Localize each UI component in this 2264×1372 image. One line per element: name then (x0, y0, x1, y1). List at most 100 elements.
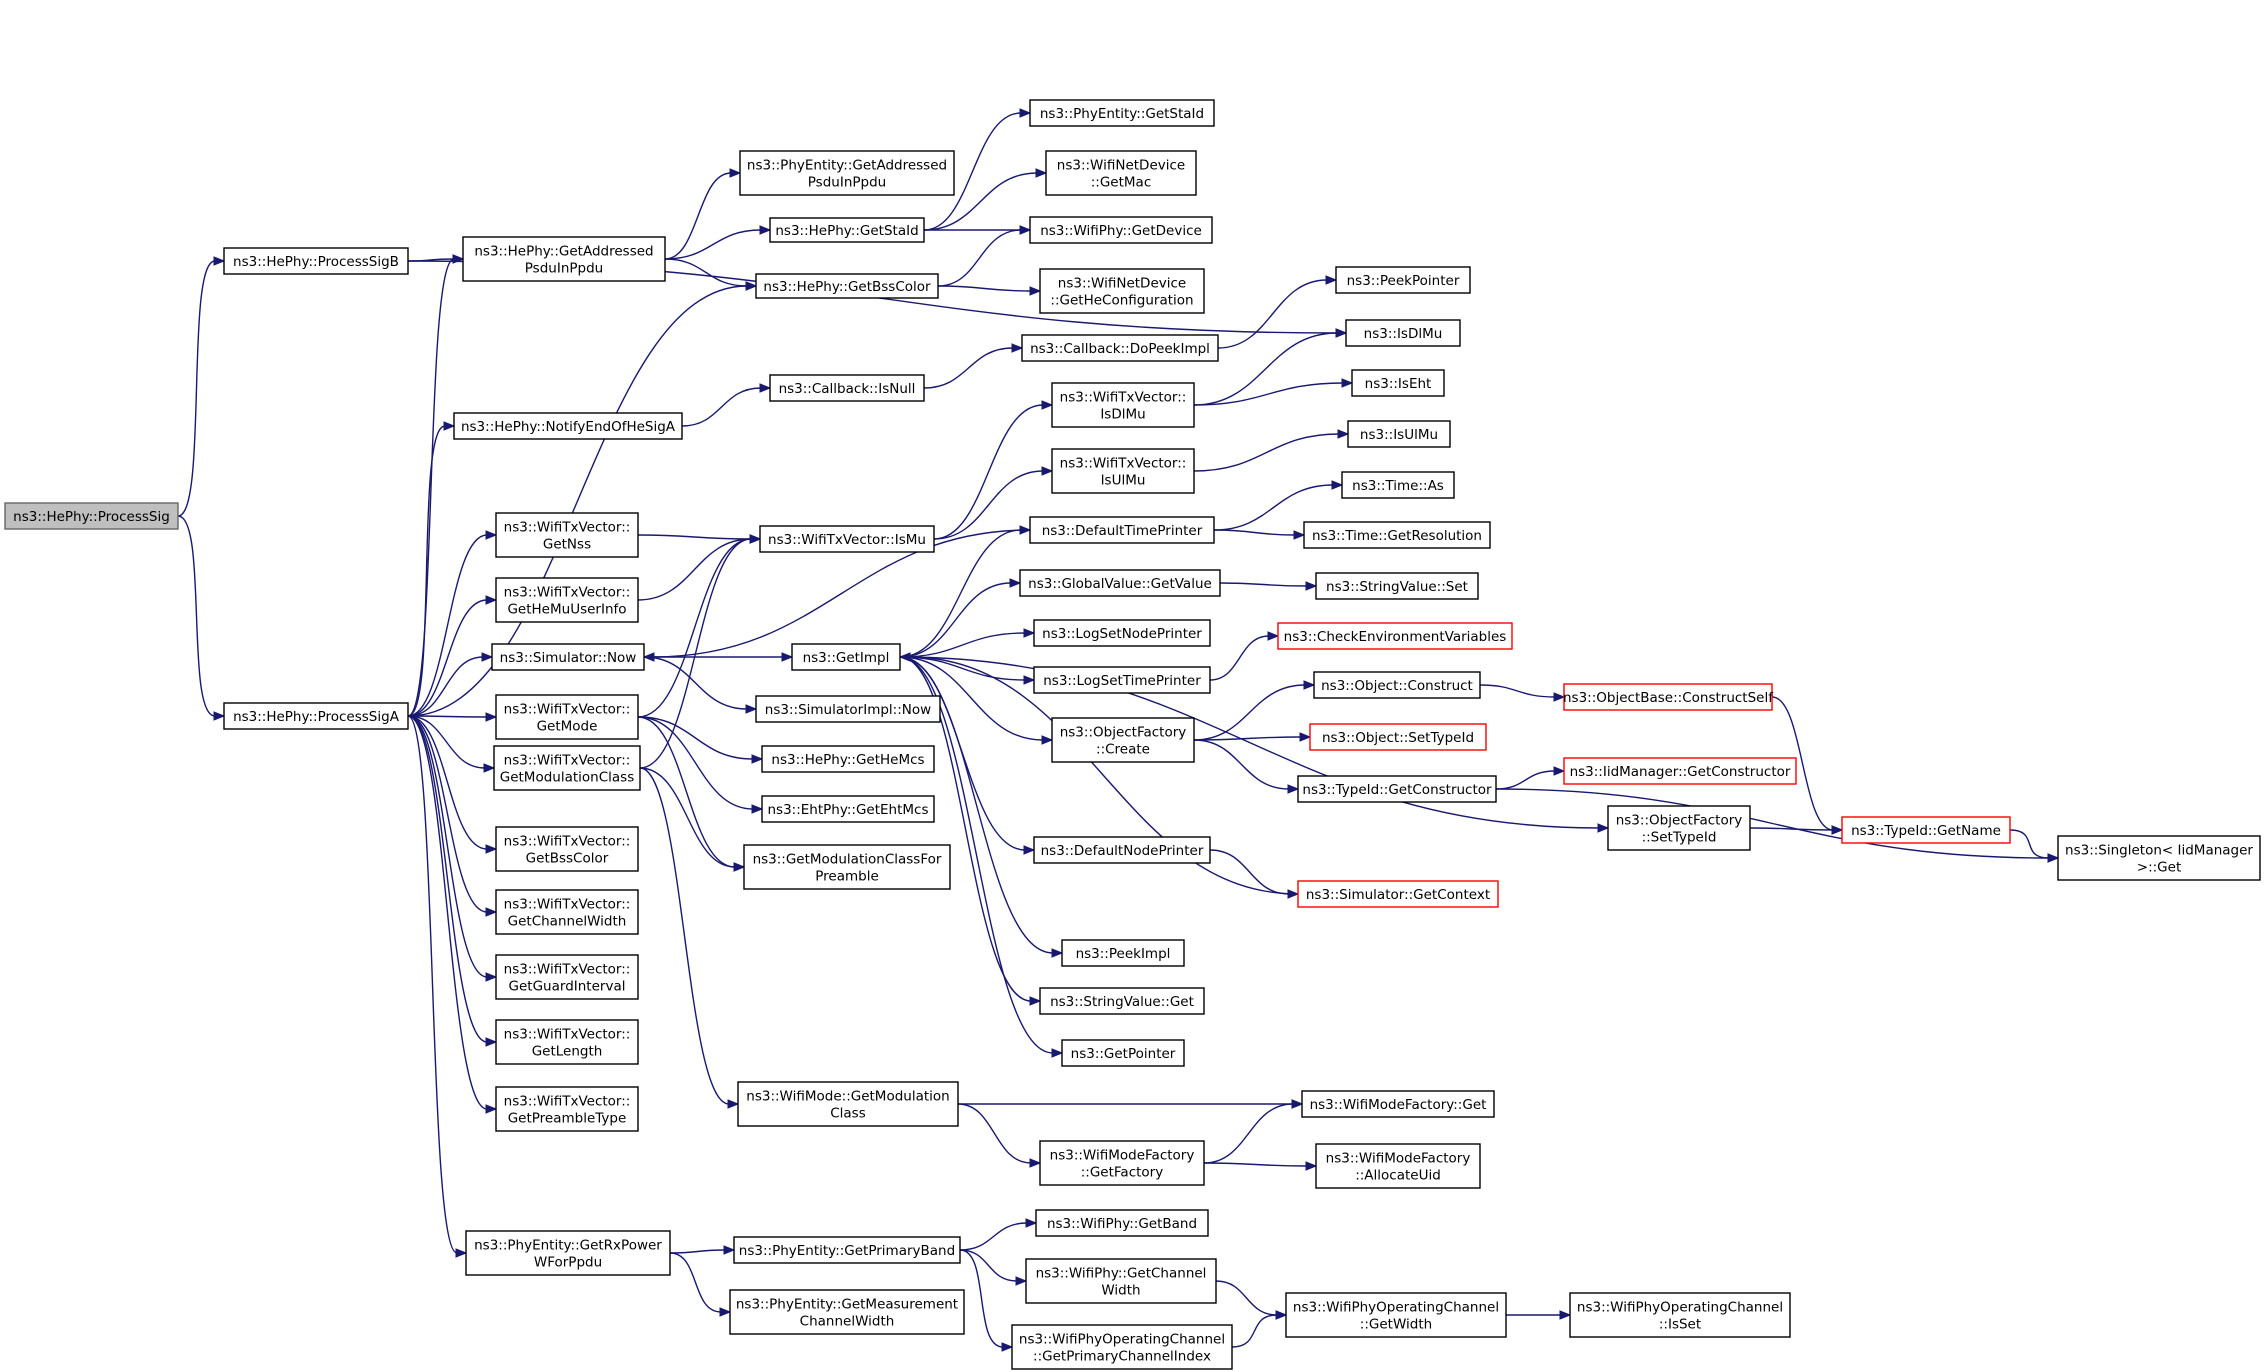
function-node-peek-impl[interactable]: ns3::PeekImpl (1061, 939, 1185, 967)
node-label: ns3::Simulator::GetContext (1306, 887, 1490, 903)
call-edge (899, 529, 1022, 658)
function-node-wnd-get-he-conf[interactable]: ns3::WifiNetDevice::GetHeConfiguration (1039, 268, 1205, 314)
function-node-default-time-printer[interactable]: ns3::DefaultTimePrinter (1029, 516, 1215, 544)
function-node-sv-get[interactable]: ns3::StringValue::Get (1039, 987, 1205, 1015)
call-edge (959, 1249, 1018, 1282)
function-node-wp-get-device[interactable]: ns3::WifiPhy::GetDevice (1029, 216, 1213, 244)
function-node-wtv-get-guard-interval[interactable]: ns3::WifiTxVector::GetGuardInterval (495, 954, 639, 1000)
function-node-wtv-get-length[interactable]: ns3::WifiTxVector::GetLength (495, 1019, 639, 1065)
node-box (1315, 572, 1479, 600)
function-node-pe-get-sta-id[interactable]: ns3::PhyEntity::GetStaId (1029, 99, 1215, 127)
function-node-obj-set-type-id[interactable]: ns3::Object::SetTypeId (1309, 723, 1487, 751)
function-node-of-create[interactable]: ns3::ObjectFactory::Create (1051, 717, 1195, 763)
function-node-hp-get-sta-id[interactable]: ns3::HePhy::GetStaId (769, 217, 925, 243)
node-label: ns3::HePhy::GetStaId (775, 223, 918, 239)
function-node-wtv-get-channel-width[interactable]: ns3::WifiTxVector::GetChannelWidth (495, 889, 639, 935)
call-edge (923, 172, 1038, 231)
node-label: ns3::WifiPhy::GetChannel (1036, 1266, 1207, 1282)
function-node-wtv-get-mode[interactable]: ns3::WifiTxVector::GetMode (495, 694, 639, 740)
function-node-hp-get-he-mcs[interactable]: ns3::HePhy::GetHeMcs (761, 745, 935, 773)
function-node-wpoc-is-set[interactable]: ns3::WifiPhyOperatingChannel::IsSet (1569, 1292, 1791, 1338)
function-node-cb-do-peek-impl[interactable]: ns3::Callback::DoPeekImpl (1021, 334, 1219, 362)
function-node-wtv-get-bss-color[interactable]: ns3::WifiTxVector::GetBssColor (495, 826, 639, 872)
function-node-notify-end-of-he-sig-a[interactable]: ns3::HePhy::NotifyEndOfHeSigA (453, 412, 683, 440)
function-node-obj-base-construct-self[interactable]: ns3::ObjectBase::ConstructSelf (1563, 683, 1774, 711)
function-node-hp-get-bss-color[interactable]: ns3::HePhy::GetBssColor (755, 273, 939, 299)
call-edge (937, 285, 1032, 292)
call-edge (407, 599, 488, 717)
function-node-wtv-get-mod-class[interactable]: ns3::WifiTxVector::GetModulationClass (493, 745, 641, 791)
function-node-wmf-get[interactable]: ns3::WifiModeFactory::Get (1301, 1090, 1495, 1118)
function-node-process-sig-a[interactable]: ns3::HePhy::ProcessSigA (223, 702, 409, 730)
call-edge (637, 534, 752, 540)
function-node-log-set-node-printer[interactable]: ns3::LogSetNodePrinter (1033, 619, 1211, 647)
function-node-default-node-printer[interactable]: ns3::DefaultNodePrinter (1033, 836, 1211, 864)
function-nodes: ns3::HePhy::ProcessSigns3::HePhy::Proces… (4, 99, 2261, 1370)
function-node-sim-now[interactable]: ns3::Simulator::Now (491, 643, 645, 671)
node-label: GetPreambleType (508, 1111, 627, 1127)
function-node-sv-set[interactable]: ns3::StringValue::Set (1315, 572, 1479, 600)
function-node-is-ul-mu[interactable]: ns3::IsUlMu (1347, 420, 1451, 448)
function-node-wtv-is-dl-mu[interactable]: ns3::WifiTxVector::IsDlMu (1051, 382, 1195, 428)
function-node-eht-get-eht-mcs[interactable]: ns3::EhtPhy::GetEhtMcs (761, 795, 935, 823)
function-node-time-get-resolution[interactable]: ns3::Time::GetResolution (1303, 521, 1491, 549)
call-edge (1203, 1162, 1308, 1167)
function-node-check-env-vars[interactable]: ns3::CheckEnvironmentVariables (1277, 622, 1513, 650)
function-node-cb-is-null[interactable]: ns3::Callback::IsNull (769, 374, 925, 402)
function-node-log-set-time-printer[interactable]: ns3::LogSetTimePrinter (1033, 666, 1211, 694)
node-label: ns3::WifiTxVector::IsMu (768, 532, 926, 548)
function-node-singleton-get[interactable]: ns3::Singleton< IidManager>::Get (2057, 835, 2261, 881)
node-label: ns3::WifiNetDevice (1057, 158, 1185, 174)
call-edge (407, 715, 488, 718)
function-node-wm-get-mod-class[interactable]: ns3::WifiMode::GetModulationClass (737, 1081, 959, 1127)
node-label: ns3::GlobalValue::GetValue (1028, 576, 1212, 592)
function-node-wtv-is-mu[interactable]: ns3::WifiTxVector::IsMu (759, 525, 935, 553)
function-node-is-dl-mu[interactable]: ns3::IsDlMu (1345, 319, 1461, 347)
function-node-wtv-get-he-mu-user-info[interactable]: ns3::WifiTxVector::GetHeMuUserInfo (495, 577, 639, 623)
function-node-get-pointer[interactable]: ns3::GetPointer (1061, 1039, 1185, 1067)
call-edge (923, 347, 1014, 389)
function-node-tid-get-constructor[interactable]: ns3::TypeId::GetConstructor (1297, 775, 1497, 803)
function-node-process-sig[interactable]: ns3::HePhy::ProcessSig (4, 502, 179, 530)
function-node-time-as[interactable]: ns3::Time::As (1341, 471, 1455, 499)
node-box (1607, 805, 1751, 851)
node-label: ns3::WifiMode::GetModulation (746, 1089, 949, 1105)
function-node-sim-get-context[interactable]: ns3::Simulator::GetContext (1297, 880, 1499, 908)
function-node-pe-get-meas-ch-width[interactable]: ns3::PhyEntity::GetMeasurementChannelWid… (729, 1289, 965, 1335)
function-node-wnd-get-mac[interactable]: ns3::WifiNetDevice::GetMac (1045, 150, 1197, 196)
function-node-tid-get-name[interactable]: ns3::TypeId::GetName (1841, 816, 2011, 844)
function-node-wp-get-band[interactable]: ns3::WifiPhy::GetBand (1035, 1209, 1209, 1237)
function-node-of-set-type-id[interactable]: ns3::ObjectFactory::SetTypeId (1607, 805, 1751, 851)
node-label: ns3::LogSetNodePrinter (1042, 626, 1202, 642)
function-node-peek-pointer[interactable]: ns3::PeekPointer (1335, 266, 1471, 294)
function-node-get-impl[interactable]: ns3::GetImpl (791, 643, 901, 671)
function-node-wp-get-channel-width[interactable]: ns3::WifiPhy::GetChannelWidth (1025, 1258, 1217, 1304)
node-box (1033, 836, 1211, 864)
node-label: ns3::DefaultNodePrinter (1041, 843, 1204, 859)
function-node-wtv-get-nss[interactable]: ns3::WifiTxVector::GetNss (495, 512, 639, 558)
function-node-is-eht[interactable]: ns3::IsEht (1351, 369, 1445, 397)
function-node-pe-get-primary-band[interactable]: ns3::PhyEntity::GetPrimaryBand (733, 1236, 961, 1264)
call-edge (669, 1249, 726, 1254)
function-node-gv-get-value[interactable]: ns3::GlobalValue::GetValue (1019, 569, 1221, 597)
node-label: ns3::EhtPhy::GetEhtMcs (768, 802, 929, 818)
node-box (493, 745, 641, 791)
call-edge (637, 716, 754, 810)
function-node-wtv-is-ul-mu[interactable]: ns3::WifiTxVector::IsUlMu (1051, 448, 1195, 494)
function-node-wtv-get-preamble-type[interactable]: ns3::WifiTxVector::GetPreambleType (495, 1086, 639, 1132)
call-edge (643, 656, 748, 710)
node-label: ns3::PhyEntity::GetAddressed (747, 158, 947, 174)
function-node-wpoc-get-width[interactable]: ns3::WifiPhyOperatingChannel::GetWidth (1285, 1292, 1507, 1338)
function-node-wmf-allocate-uid[interactable]: ns3::WifiModeFactory::AllocateUid (1315, 1143, 1481, 1189)
call-edge (1217, 279, 1328, 349)
function-node-iid-get-constructor[interactable]: ns3::IidManager::GetConstructor (1563, 757, 1797, 785)
function-node-sim-impl-now[interactable]: ns3::SimulatorImpl::Now (755, 695, 941, 723)
function-node-process-sig-b[interactable]: ns3::HePhy::ProcessSigB (223, 247, 409, 275)
function-node-obj-construct[interactable]: ns3::Object::Construct (1313, 671, 1481, 699)
function-node-wmf-get-factory[interactable]: ns3::WifiModeFactory::GetFactory (1039, 1140, 1205, 1186)
function-node-wpoc-get-primary-ch-idx[interactable]: ns3::WifiPhyOperatingChannel::GetPrimary… (1011, 1324, 1233, 1370)
